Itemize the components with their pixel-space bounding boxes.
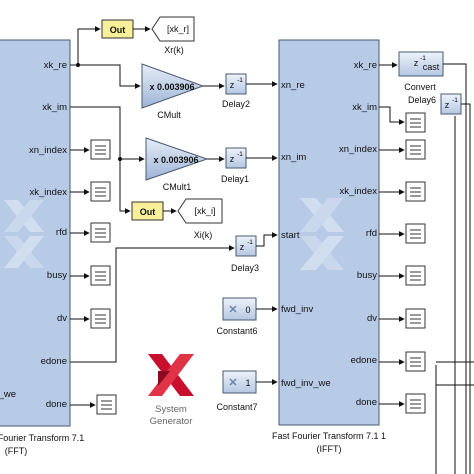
- svg-text:z: z: [414, 58, 419, 68]
- terminator-ifft-done[interactable]: [405, 393, 426, 414]
- delay3-block[interactable]: z -1: [235, 235, 257, 257]
- ifft-out-busy: busy: [357, 270, 377, 281]
- svg-text:z: z: [230, 80, 235, 90]
- delay2-block[interactable]: z -1: [225, 73, 247, 95]
- terminator-ifft-rfd[interactable]: [405, 223, 426, 244]
- terminator-ifft-dv[interactable]: [405, 308, 426, 329]
- constant6-block[interactable]: ✕ 0: [222, 297, 257, 321]
- terminator-fft-done[interactable]: [96, 394, 117, 415]
- constant7-name: Constant7: [216, 402, 257, 412]
- svg-text:Out: Out: [110, 25, 126, 35]
- terminator-fft-xk-index[interactable]: [90, 181, 111, 202]
- svg-text:cast: cast: [423, 62, 440, 72]
- out-block-xr[interactable]: Out: [101, 19, 134, 39]
- fft-port-xk-im: xk_im: [42, 102, 67, 113]
- ifft-block[interactable]: xn_re xn_im start fwd_inv fwd_inv_we xk_…: [278, 39, 380, 426]
- ifft-in-fwd-inv-we: fwd_inv_we: [281, 378, 331, 389]
- ifft-out-dv: dv: [367, 313, 377, 324]
- terminator-fft-busy[interactable]: [90, 265, 111, 286]
- goto-block-xr[interactable]: [xk_r]: [151, 16, 195, 42]
- terminator-ifft-xn-index[interactable]: [405, 139, 426, 160]
- svg-text:-1: -1: [237, 151, 243, 158]
- ifft-in-start: start: [281, 230, 300, 241]
- svg-text:[xk_i]: [xk_i]: [194, 206, 215, 216]
- cmult-name: CMult: [157, 110, 181, 120]
- xilinx-watermark-icon: [4, 200, 44, 268]
- terminator-fft-xn-index[interactable]: [90, 139, 111, 160]
- ifft-in-fwd-inv: fwd_inv: [281, 304, 313, 315]
- convert-name: Convert: [404, 82, 436, 92]
- goto-block-xi[interactable]: [xk_i]: [177, 198, 223, 224]
- goto-xi-name: Xi(k): [194, 230, 213, 240]
- svg-text:0: 0: [245, 305, 250, 315]
- xilinx-x-icon: ✕: [228, 377, 237, 389]
- fft-port-xk-re: xk_re: [44, 60, 67, 71]
- cmult1-block[interactable]: x 0.003906: [145, 137, 209, 181]
- fft-block[interactable]: xk_re xk_im xn_index xk_index rfd busy d…: [0, 39, 71, 427]
- cmult-block[interactable]: x 0.003906: [141, 63, 205, 109]
- svg-text:z: z: [230, 154, 235, 164]
- ifft-out-xk-index: xk_index: [340, 186, 378, 197]
- ifft-out-xk-im: xk_im: [352, 102, 377, 113]
- svg-text:[xk_r]: [xk_r]: [167, 24, 189, 34]
- constant7-block[interactable]: ✕ 1: [222, 370, 257, 394]
- terminator-ifft-edone[interactable]: [405, 351, 426, 372]
- out-block-xi[interactable]: Out: [131, 201, 164, 221]
- delay2-name: Delay2: [222, 99, 250, 109]
- fft-block-title: Fast Fourier Transform 7.1: [0, 433, 84, 443]
- ifft-in-xn-im: xn_im: [281, 152, 306, 163]
- terminator-fft-dv[interactable]: [90, 308, 111, 329]
- delay6-block[interactable]: z -1: [440, 93, 462, 115]
- xilinx-watermark-icon: [300, 198, 344, 270]
- ifft-out-done: done: [356, 397, 377, 408]
- svg-text:-1: -1: [452, 97, 458, 104]
- fft-block-subtitle: (FFT): [5, 446, 28, 456]
- svg-text:-1: -1: [420, 55, 426, 62]
- svg-text:-1: -1: [247, 239, 253, 246]
- goto-xr-name: Xr(k): [164, 45, 184, 55]
- ifft-block-subtitle: (IFFT): [317, 444, 342, 454]
- ifft-out-edone: edone: [351, 355, 377, 366]
- fft-port-we: _we: [0, 389, 16, 400]
- svg-text:System: System: [155, 404, 187, 415]
- constant6-name: Constant6: [216, 326, 257, 336]
- svg-text:z: z: [445, 100, 450, 110]
- system-generator-logo: System Generator: [148, 354, 194, 427]
- signal-wires: [70, 26, 474, 474]
- svg-text:z: z: [240, 242, 245, 252]
- fft-port-xn-index: xn_index: [29, 145, 67, 156]
- ifft-block-title: Fast Fourier Transform 7.1 1: [272, 431, 386, 441]
- delay1-block[interactable]: z -1: [225, 147, 247, 169]
- terminator-ifft-xk-im[interactable]: [405, 112, 426, 133]
- svg-text:1: 1: [245, 378, 250, 388]
- svg-text:x 0.003906: x 0.003906: [149, 82, 194, 92]
- fft-port-xk-index: xk_index: [30, 187, 68, 198]
- svg-text:-1: -1: [237, 77, 243, 84]
- fft-port-rfd: rfd: [56, 227, 67, 238]
- terminator-ifft-xk-index[interactable]: [405, 181, 426, 202]
- terminator-ifft-busy[interactable]: [405, 265, 426, 286]
- fft-port-dv: dv: [57, 313, 67, 324]
- cmult1-name: CMult1: [163, 182, 192, 192]
- fft-port-edone: edone: [41, 356, 67, 367]
- ifft-out-rfd: rfd: [366, 228, 377, 239]
- delay1-name: Delay1: [221, 174, 249, 184]
- convert-block[interactable]: z -1 cast: [398, 51, 444, 77]
- delay3-name: Delay3: [231, 263, 259, 273]
- ifft-out-xk-re: xk_re: [354, 60, 377, 71]
- fft-port-busy: busy: [47, 270, 67, 281]
- ifft-out-xn-index: xn_index: [339, 144, 377, 155]
- fft-port-done: done: [46, 399, 67, 410]
- ifft-in-xn-re: xn_re: [281, 80, 305, 91]
- terminator-fft-rfd[interactable]: [90, 222, 111, 243]
- svg-text:x 0.003906: x 0.003906: [153, 155, 198, 165]
- xilinx-x-icon: ✕: [228, 304, 237, 316]
- svg-text:Out: Out: [140, 207, 156, 217]
- svg-text:Generator: Generator: [150, 416, 193, 427]
- delay6-name: Delay6: [408, 95, 436, 105]
